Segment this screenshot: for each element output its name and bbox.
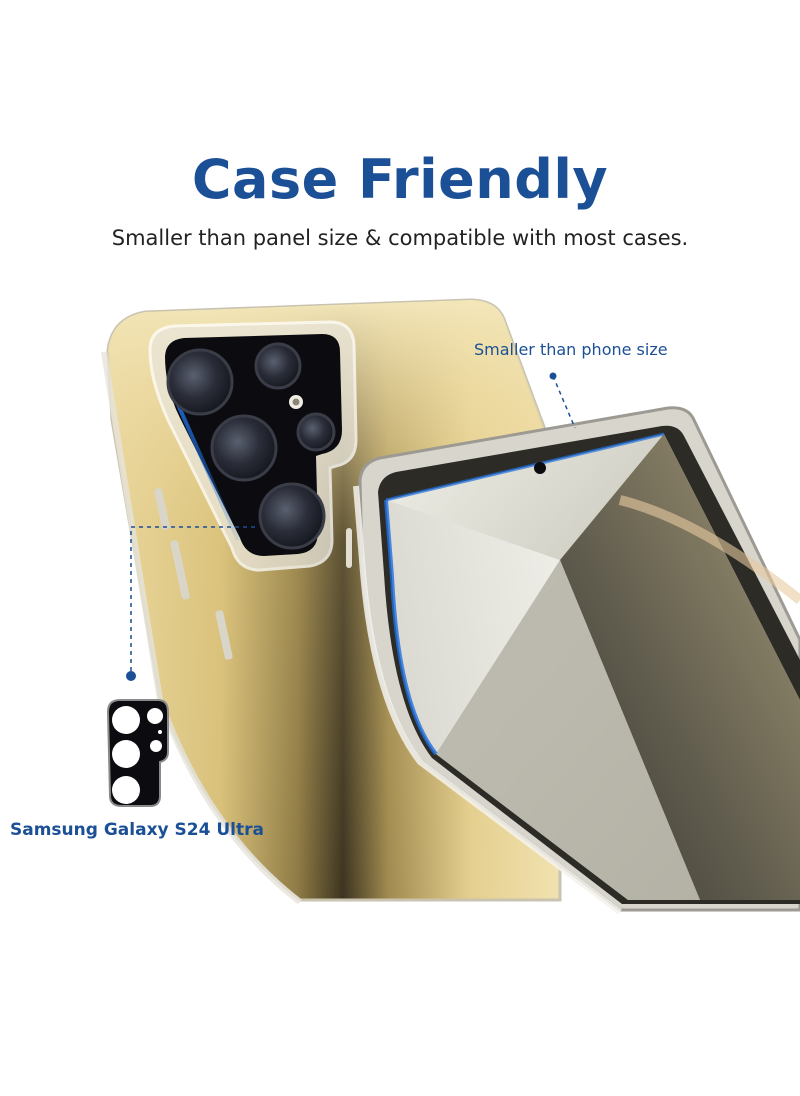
page-title: Case Friendly xyxy=(191,148,609,211)
callout-model-name: Samsung Galaxy S24 Ultra xyxy=(10,820,264,840)
camera-module xyxy=(148,320,358,572)
lens-protector-icon xyxy=(106,699,169,807)
page-subtitle: Smaller than panel size & compatible wit… xyxy=(111,226,689,250)
phone-front xyxy=(346,406,800,915)
callout-leader-camera xyxy=(126,526,255,681)
callout-phone-size: Smaller than phone size xyxy=(474,340,668,359)
callout-leader-phone xyxy=(549,372,576,429)
